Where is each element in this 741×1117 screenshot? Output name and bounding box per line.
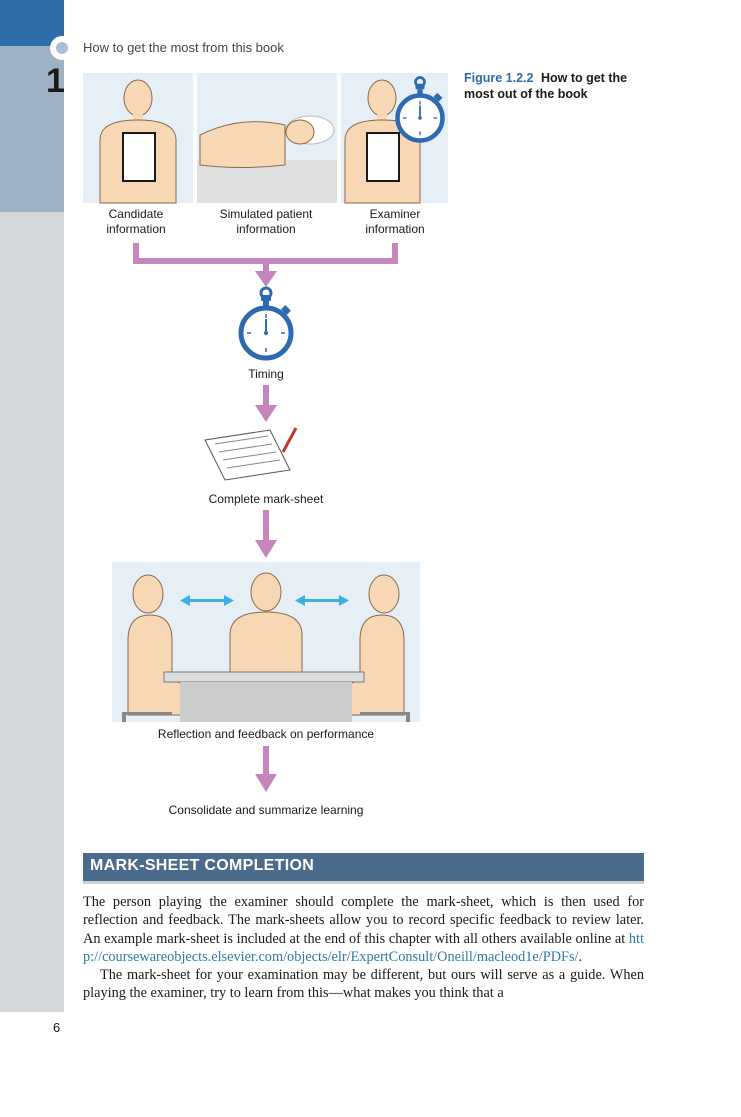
running-head: How to get the most from this book [83, 40, 284, 55]
examiner-label-2: information [365, 222, 424, 236]
merge-bracket [133, 243, 398, 287]
reflection-label: Reflection and feedback on performance [158, 727, 374, 741]
timing-stopwatch-icon [241, 288, 291, 358]
arrow-to-feedback [255, 510, 277, 558]
side-strip-chapter-block [0, 46, 64, 212]
body-text: The person playing the examiner should c… [83, 893, 644, 1003]
page-number: 6 [53, 1020, 61, 1035]
candidate-label-1: Candidate [109, 207, 164, 221]
header-dot-icon [50, 36, 74, 60]
table-icon [163, 671, 365, 722]
paper-icon [122, 132, 156, 182]
side-strip-bottom [0, 1012, 64, 1117]
paragraph-1: The person playing the examiner should c… [83, 893, 644, 966]
paper-icon [366, 132, 400, 182]
timing-label: Timing [248, 367, 284, 381]
pen-icon [281, 427, 298, 453]
arrow-to-marksheet [255, 385, 277, 422]
candidate-panel [83, 73, 193, 204]
patient-panel [197, 73, 337, 203]
consolidate-label: Consolidate and summarize learning [169, 803, 364, 817]
section-heading-bar: MARK-SHEET COMPLETION [83, 853, 644, 884]
examiner-label-1: Examiner [370, 207, 421, 221]
candidate-label-2: information [106, 222, 165, 236]
figure-number: Figure 1.2.2 [464, 71, 534, 85]
feedback-panel [112, 562, 420, 722]
feedback-centre-person-icon [229, 572, 303, 681]
flow-diagram: Candidate information Simulated patient … [83, 73, 448, 817]
pdf-link[interactable]: http://coursewareobjects.elsevier.com/ob… [83, 930, 644, 965]
two-way-arrow-icon [180, 595, 234, 606]
figure-caption-text: How to get the most out of the book [464, 71, 628, 101]
patient-label-1: Simulated patient [220, 207, 313, 221]
figure-caption: Figure 1.2.2 How to get the most out of … [464, 70, 644, 102]
mark-sheet-icon [204, 427, 298, 481]
candidate-person-icon [99, 79, 177, 204]
paragraph-1-text: The person playing the examiner should c… [83, 894, 644, 947]
chapter-number: 1 [46, 62, 65, 100]
paragraph-1-end: . [578, 948, 583, 965]
paragraph-2: The mark-sheet for your examination may … [83, 967, 644, 1002]
patient-label-2: information [236, 222, 295, 236]
examiner-person-icon [344, 79, 421, 204]
arrow-to-consolidate [255, 746, 277, 792]
examiner-panel [341, 73, 448, 204]
two-way-arrow-icon [295, 595, 349, 606]
section-title: MARK-SHEET COMPLETION [90, 857, 315, 874]
marksheet-label: Complete mark-sheet [209, 492, 324, 506]
patient-bed-icon [197, 115, 337, 203]
